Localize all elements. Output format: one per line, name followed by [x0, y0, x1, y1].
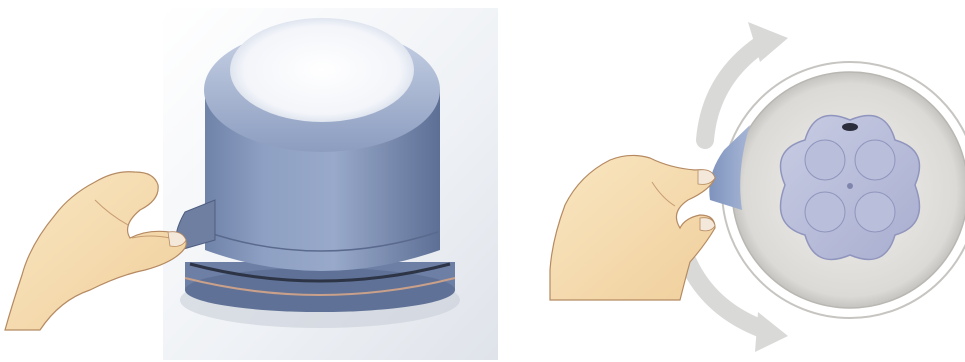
canister-open-illustration [520, 0, 965, 362]
left-illustration-panel [0, 0, 500, 362]
hand-icon [5, 172, 186, 330]
canister-lid [230, 18, 414, 122]
canister-body [204, 18, 440, 271]
canister-closed-illustration [0, 0, 500, 362]
right-illustration-panel [520, 0, 965, 362]
